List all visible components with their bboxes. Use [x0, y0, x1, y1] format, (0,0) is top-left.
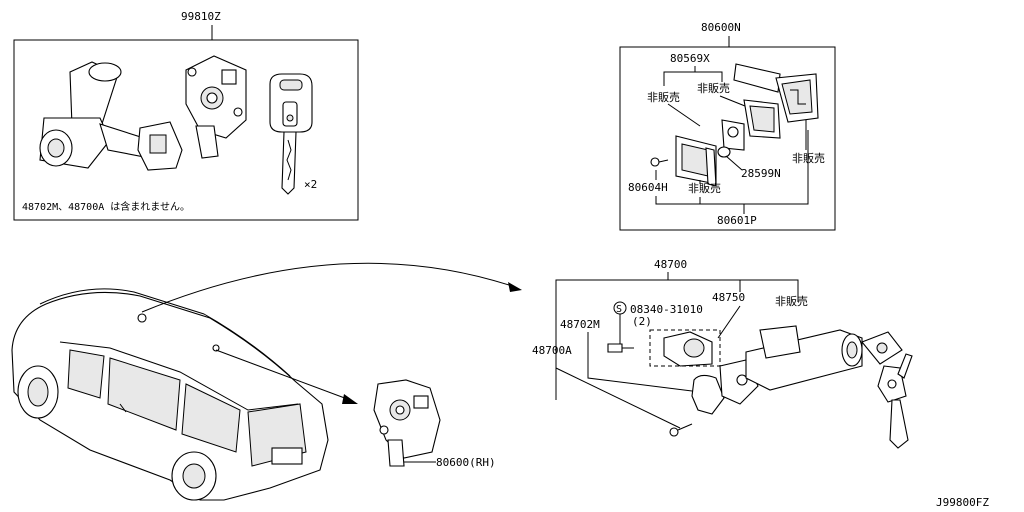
vehicle-drawing	[11, 288, 329, 501]
label-48702m: 48702M	[560, 318, 600, 331]
label-not-sold-bottom: 非販売	[775, 295, 808, 308]
label-screw-part: 08340-31010	[630, 303, 703, 316]
screw-symbol: S	[616, 304, 622, 315]
door-lock-drawing	[185, 55, 247, 159]
label-80601p: 80601P	[717, 214, 757, 227]
label-screw-qty: (2)	[632, 315, 652, 328]
ignition-cylinder-drawing	[39, 61, 183, 171]
label-48700: 48700	[654, 258, 687, 271]
label-48750: 48750	[712, 291, 745, 304]
label-not-sold-1: 非販売	[647, 91, 680, 104]
label-80569x: 80569X	[670, 52, 710, 65]
kit-99810z-frame	[13, 39, 359, 221]
kit-key-qty: ×2	[304, 178, 317, 191]
bottom-keys-drawing	[861, 331, 913, 449]
label-not-sold-4: 非販売	[688, 182, 721, 195]
door-lock-rh-drawing	[373, 379, 441, 467]
label-48700a: 48700A	[532, 344, 572, 357]
kit-80600n-frame	[619, 46, 836, 231]
key-drawing	[269, 73, 313, 195]
kit-80600n-title: 80600N	[701, 21, 741, 34]
ignition-assembly-group: 48700 48750 非販売 S 08340-31010 (2) 48702M…	[532, 258, 913, 449]
kit-note: 48702M、48700A は含まれません。	[22, 200, 190, 213]
kit-99810z-title: 99810Z	[181, 10, 221, 23]
label-not-sold-2: 非販売	[697, 82, 730, 95]
label-28599n: 28599N	[741, 167, 781, 180]
label-80604h: 80604H	[628, 181, 668, 194]
diagram-code: J99800FZ	[936, 496, 989, 509]
kit-80600n-group: 80600N 80569X 非販売 非販売 28599N	[619, 21, 836, 231]
keyfob-parts-drawing	[650, 63, 819, 187]
kit-99810z-group: 99810Z	[13, 10, 359, 221]
label-80600-rh: 80600(RH)	[436, 456, 496, 469]
arrows	[141, 262, 522, 404]
